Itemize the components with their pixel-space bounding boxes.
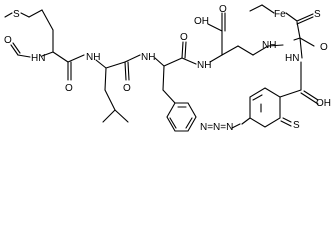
atom-labels: S O HN O NH O NH O NH OH O NH Fe S HN O … bbox=[4, 4, 331, 133]
phenol-oh-label: OH bbox=[316, 98, 331, 109]
leu-nh-label: NH bbox=[86, 52, 100, 63]
chemical-structure-diagram: S O HN O NH O NH O NH OH O NH Fe S HN O … bbox=[4, 4, 331, 133]
acid-oh-label: OH bbox=[194, 16, 209, 27]
phenylalanine-fragment bbox=[154, 41, 197, 132]
thione-ring-fragment bbox=[231, 61, 319, 129]
leu-carbonyl-o-label: O bbox=[65, 83, 73, 94]
azide-label: N=N=N bbox=[200, 122, 233, 133]
iron-label: Fe bbox=[274, 9, 286, 20]
ring-thione-s-label: S bbox=[293, 120, 300, 131]
phe-nh-label: NH bbox=[141, 52, 155, 63]
iron-thio-fragment bbox=[249, 4, 315, 59]
amide-o-label: O bbox=[320, 42, 328, 53]
lys-side-nh-label: NH bbox=[262, 40, 276, 51]
phe-carbonyl-o-label: O bbox=[123, 83, 131, 94]
formyl-oxygen-label: O bbox=[4, 35, 12, 46]
methionine-fragment bbox=[4, 9, 85, 81]
formyl-nh-label: HN bbox=[31, 53, 45, 64]
lys-nh-label: NH bbox=[197, 60, 211, 71]
structure-svg: S O HN O NH O NH O NH OH O NH Fe S HN O … bbox=[4, 4, 331, 133]
acid-o-label: O bbox=[219, 4, 227, 15]
methionine-sulfur-label: S bbox=[13, 9, 20, 20]
lys-carbonyl-o-label: O bbox=[180, 32, 188, 43]
thioketone-s-label: S bbox=[314, 9, 321, 20]
amide-hn-label: HN bbox=[285, 53, 299, 64]
lysine-fragment bbox=[207, 12, 284, 63]
leucine-fragment bbox=[95, 54, 141, 123]
